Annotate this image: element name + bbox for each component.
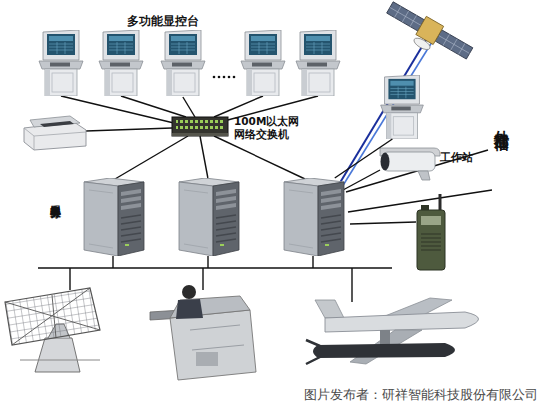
network-link — [200, 136, 208, 178]
watermark: 图片发布者：研祥智能科技股份有限公司 — [304, 388, 538, 402]
central-server — [284, 178, 344, 256]
satellite — [412, 36, 432, 52]
workstation-console — [381, 75, 424, 139]
server-group: 中央服务器 — [45, 178, 350, 258]
display-console — [39, 30, 83, 96]
display-console — [296, 30, 340, 96]
wire — [38, 96, 492, 302]
central-server — [84, 178, 144, 256]
display-console — [99, 30, 143, 96]
workstation-console — [381, 75, 424, 139]
radar — [5, 288, 100, 372]
radar — [5, 288, 100, 345]
ellipsis-dots — [213, 76, 236, 79]
gun-turret — [170, 296, 250, 318]
satellite — [387, 2, 473, 59]
wire — [351, 268, 352, 302]
network-switch-node: 100M以太网 网络交换机 — [172, 117, 228, 136]
workstation-node: 工作站 — [378, 75, 426, 139]
radar — [5, 288, 100, 345]
wire — [214, 136, 305, 179]
network-switch — [172, 133, 228, 136]
radar — [35, 338, 80, 372]
gun-turret — [170, 310, 256, 380]
camera — [418, 171, 430, 180]
network-switch — [176, 120, 224, 132]
wire — [350, 222, 416, 224]
wire — [348, 190, 492, 212]
wire — [346, 150, 488, 192]
missile — [306, 298, 479, 364]
radio — [439, 194, 442, 212]
group-heading: 多功能显控台 — [127, 15, 199, 28]
network-link — [335, 139, 393, 178]
ellipsis-dots — [213, 76, 216, 79]
central-server — [84, 178, 344, 256]
satellite — [380, 0, 475, 70]
radar — [20, 360, 100, 361]
gun-turret — [182, 285, 196, 299]
camera — [380, 148, 440, 180]
ellipsis-dots — [228, 76, 231, 79]
ellipsis-dots — [233, 76, 236, 79]
gun-turret — [190, 325, 244, 350]
display-console — [241, 30, 285, 96]
missile — [313, 343, 455, 358]
wire — [69, 268, 70, 290]
display-console — [39, 30, 340, 96]
network-switch — [172, 117, 228, 136]
network-link — [183, 97, 195, 117]
wire — [61, 96, 178, 124]
camera — [381, 153, 390, 171]
wire — [112, 256, 113, 268]
display-console — [161, 30, 205, 96]
switch-label: 100M以太网 网络交换机 — [234, 115, 299, 141]
missile — [325, 312, 479, 332]
ellipsis-dots — [218, 76, 221, 79]
printer — [30, 116, 80, 127]
ellipsis-dots — [223, 76, 226, 79]
console-group: 多功能显控台 — [35, 12, 345, 97]
gun-turret — [150, 285, 256, 380]
wire — [115, 136, 188, 179]
external-comm-label: 外部通信 — [493, 118, 510, 126]
printer — [24, 128, 86, 150]
wire — [86, 128, 172, 131]
gun-turret — [196, 352, 218, 366]
missile — [315, 300, 344, 318]
network-switch — [172, 117, 228, 136]
server-label: 中央服务器 — [48, 196, 61, 199]
printer — [24, 116, 86, 150]
radio — [417, 194, 445, 270]
wire — [121, 96, 186, 117]
missile — [380, 330, 390, 344]
missile — [306, 340, 320, 364]
radio — [417, 210, 445, 270]
camera — [383, 152, 435, 171]
wire — [202, 268, 203, 290]
gun-turret — [176, 299, 203, 319]
radio — [421, 234, 441, 250]
wire — [38, 267, 392, 268]
wire — [207, 256, 208, 268]
central-server — [179, 178, 239, 256]
radio — [421, 216, 441, 225]
wire — [214, 96, 263, 117]
wire — [312, 256, 313, 268]
printer — [40, 121, 74, 127]
workstation-label: 工作站 — [440, 152, 473, 165]
